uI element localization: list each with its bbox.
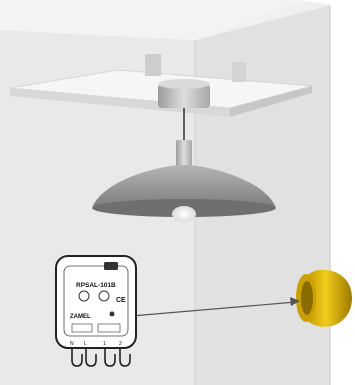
terminal-label-1: 1	[103, 341, 106, 347]
module-brand-label: ZAMEL	[70, 314, 91, 320]
terminal-label-l: L	[84, 341, 87, 347]
shelf-bracket-left	[145, 54, 161, 76]
right-edge-strip	[330, 5, 355, 385]
lamp-socket	[176, 140, 192, 168]
module-model-label: RPSAL-101B	[76, 282, 116, 289]
junction-box-icon	[296, 270, 352, 327]
terminal-label-2: 2	[119, 341, 122, 347]
shelf-bracket-right	[232, 62, 246, 82]
module-led	[110, 312, 115, 317]
junction-box-inner	[301, 281, 313, 315]
module-ce-mark: CE	[116, 297, 126, 304]
lamp-bulb	[172, 206, 196, 222]
terminal-label-n: N	[70, 341, 74, 347]
module-button	[104, 262, 118, 270]
lamp-canopy-top	[158, 79, 210, 89]
